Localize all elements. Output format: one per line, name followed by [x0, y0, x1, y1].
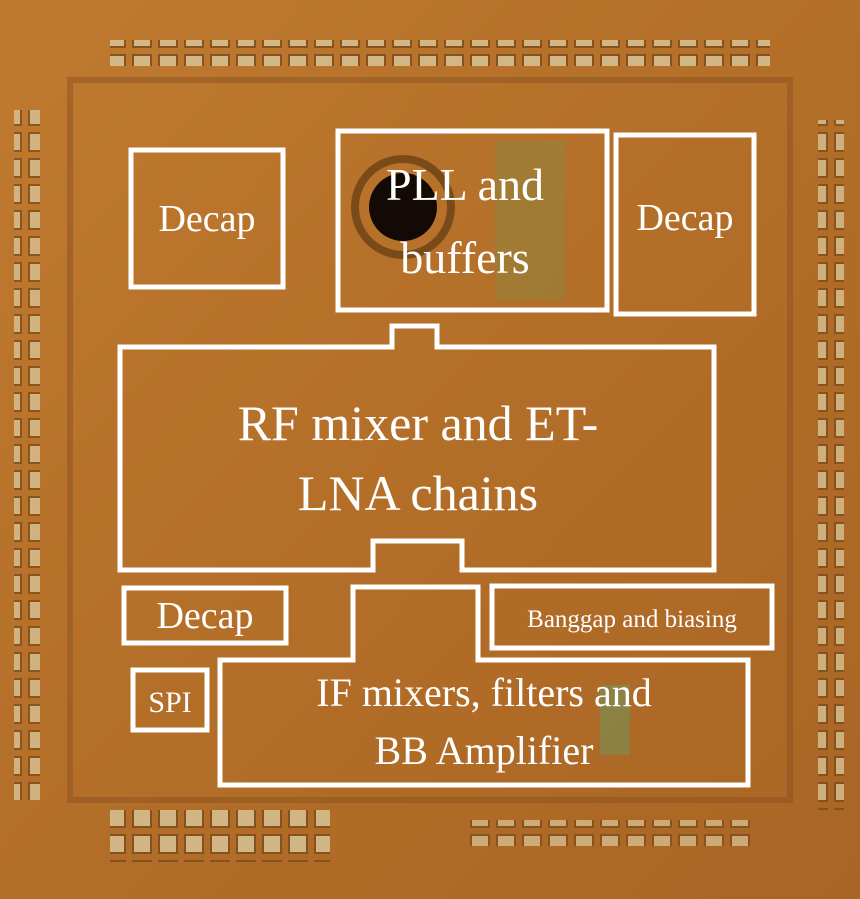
- pll-label-line2: buffers: [400, 232, 529, 283]
- pad-column-right: [818, 120, 844, 810]
- spi-label: SPI: [148, 686, 191, 719]
- pll-inductor-core: [369, 173, 437, 241]
- decap-top-right-label: Decap: [636, 197, 733, 239]
- core-ring: [67, 77, 793, 803]
- decap-bottom-label: Decap: [156, 595, 253, 637]
- decap-top-right-box: [613, 132, 757, 317]
- rf-label-line1: RF mixer and ET-: [238, 395, 599, 451]
- decap-bottom-box: [121, 585, 289, 646]
- spi-box: [130, 667, 210, 733]
- rf-mixer-box: [117, 323, 717, 573]
- decap-top-left-label: Decap: [158, 198, 255, 240]
- bandgap-box: [489, 583, 775, 651]
- if-label-line2: BB Amplifier: [375, 728, 594, 773]
- bandgap-label: Banggap and biasing: [527, 606, 737, 633]
- pll-inductor: [351, 155, 455, 259]
- rf-label-line2: LNA chains: [298, 465, 538, 521]
- pad-column-left: [14, 110, 40, 800]
- pll-box: [335, 128, 610, 313]
- pad-row-bottom-right: [470, 820, 750, 846]
- if-circuit-green: [600, 685, 630, 755]
- pll-label-line1: PLL and: [386, 159, 544, 210]
- if-mixer-box: [217, 584, 751, 788]
- pad-row-bottom: [110, 810, 330, 862]
- pad-row-top: [110, 40, 770, 66]
- decap-top-left-box: [128, 147, 286, 290]
- if-label-line1: IF mixers, filters and: [316, 670, 652, 715]
- pll-circuit: [495, 140, 565, 300]
